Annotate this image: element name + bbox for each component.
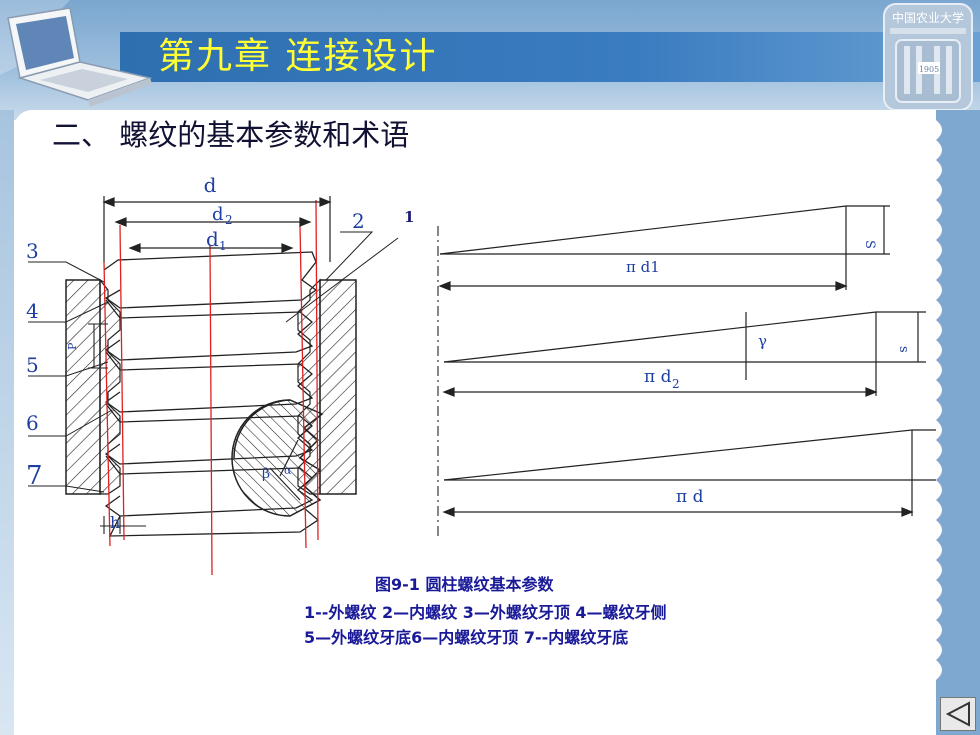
right-border-strip: [936, 110, 980, 735]
callout-3: 3: [26, 239, 39, 263]
figure-caption-title: 图9-1 圆柱螺纹基本参数: [375, 575, 554, 594]
callout-leaders: [28, 231, 399, 493]
laptop-icon: [0, 0, 153, 107]
title-band: [120, 32, 980, 82]
lead-s2-label: s: [896, 346, 911, 353]
svg-text:1905: 1905: [919, 65, 939, 74]
lead-s1-label: S: [862, 240, 877, 249]
pi-d-label: π d: [676, 487, 704, 507]
left-border-strip: [0, 110, 14, 735]
callout-1: 1: [404, 208, 414, 226]
thread-height-label: h: [110, 513, 120, 532]
helix-triangle-d2: [442, 311, 926, 397]
dim-d2-label: d: [212, 204, 224, 225]
content-panel: [14, 110, 936, 735]
pitch-label: P: [66, 342, 79, 350]
callout-7: 7: [26, 461, 43, 491]
magnified-detail: β α: [231, 399, 324, 517]
diameter-dimension-lines: [102, 196, 332, 262]
svg-text:中国农业大学: 中国农业大学: [892, 10, 964, 25]
dim-d2-subscript: 2: [225, 213, 233, 227]
callout-5: 5: [26, 353, 39, 377]
dim-d-label: d: [204, 173, 217, 197]
gamma-label: γ: [758, 332, 767, 350]
beta-label: β: [262, 466, 270, 482]
pi-d2-label: π d: [644, 367, 672, 387]
helix-triangle-d: [442, 429, 936, 517]
university-logo: 中国农业大学 1905: [883, 3, 973, 111]
dim-d1-label: d: [206, 227, 219, 251]
callout-6: 6: [26, 411, 39, 435]
section-title: 二、 螺纹的基本参数和术语: [52, 118, 410, 152]
figure-caption-line-2: 5—外螺纹牙底6—内螺纹牙顶 7--内螺纹牙底: [304, 628, 629, 647]
callout-4: 4: [26, 299, 39, 323]
callout-2: 2: [352, 209, 365, 233]
alpha-label: α: [284, 464, 292, 477]
figure-caption-line-1: 1--外螺纹 2—内螺纹 3—外螺纹牙顶 4—螺纹牙侧: [304, 603, 667, 622]
diameter-reference-lines: [103, 199, 319, 576]
chapter-title: 第九章 连接设计: [158, 36, 438, 77]
helix-triangle-d1: [438, 205, 890, 291]
dim-d1-subscript: 1: [219, 239, 227, 253]
previous-slide-button[interactable]: [940, 697, 976, 731]
thread-parameter-figure: β α d d 2 d 1 P h: [26, 173, 936, 576]
triangle-left-icon: [945, 701, 970, 727]
pi-d1-label: π d1: [626, 258, 660, 276]
pi-d2-subscript: 2: [672, 377, 680, 391]
